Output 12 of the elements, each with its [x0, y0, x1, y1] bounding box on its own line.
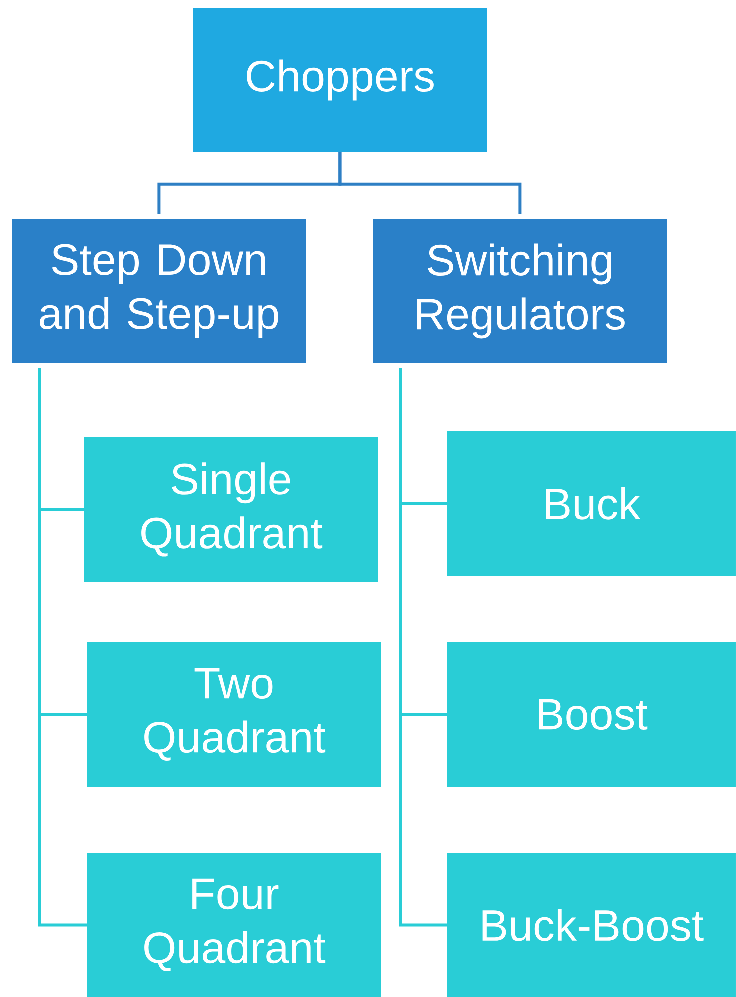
category-box: Choppers [193, 8, 488, 152]
connector-line [400, 368, 447, 927]
connector-line [38, 368, 87, 927]
item-box: Two Quadrant [87, 642, 382, 788]
category-box: Step Down and Step-up [12, 219, 306, 364]
category-box: Switching Regulators [373, 219, 668, 364]
connector-line [338, 152, 522, 214]
item-box: Single Quadrant [84, 437, 378, 582]
item-box: Buck-Boost [447, 853, 736, 997]
item-box: Four Quadrant [87, 853, 382, 997]
item-box: Buck [447, 431, 736, 576]
item-box: Boost [447, 642, 736, 788]
